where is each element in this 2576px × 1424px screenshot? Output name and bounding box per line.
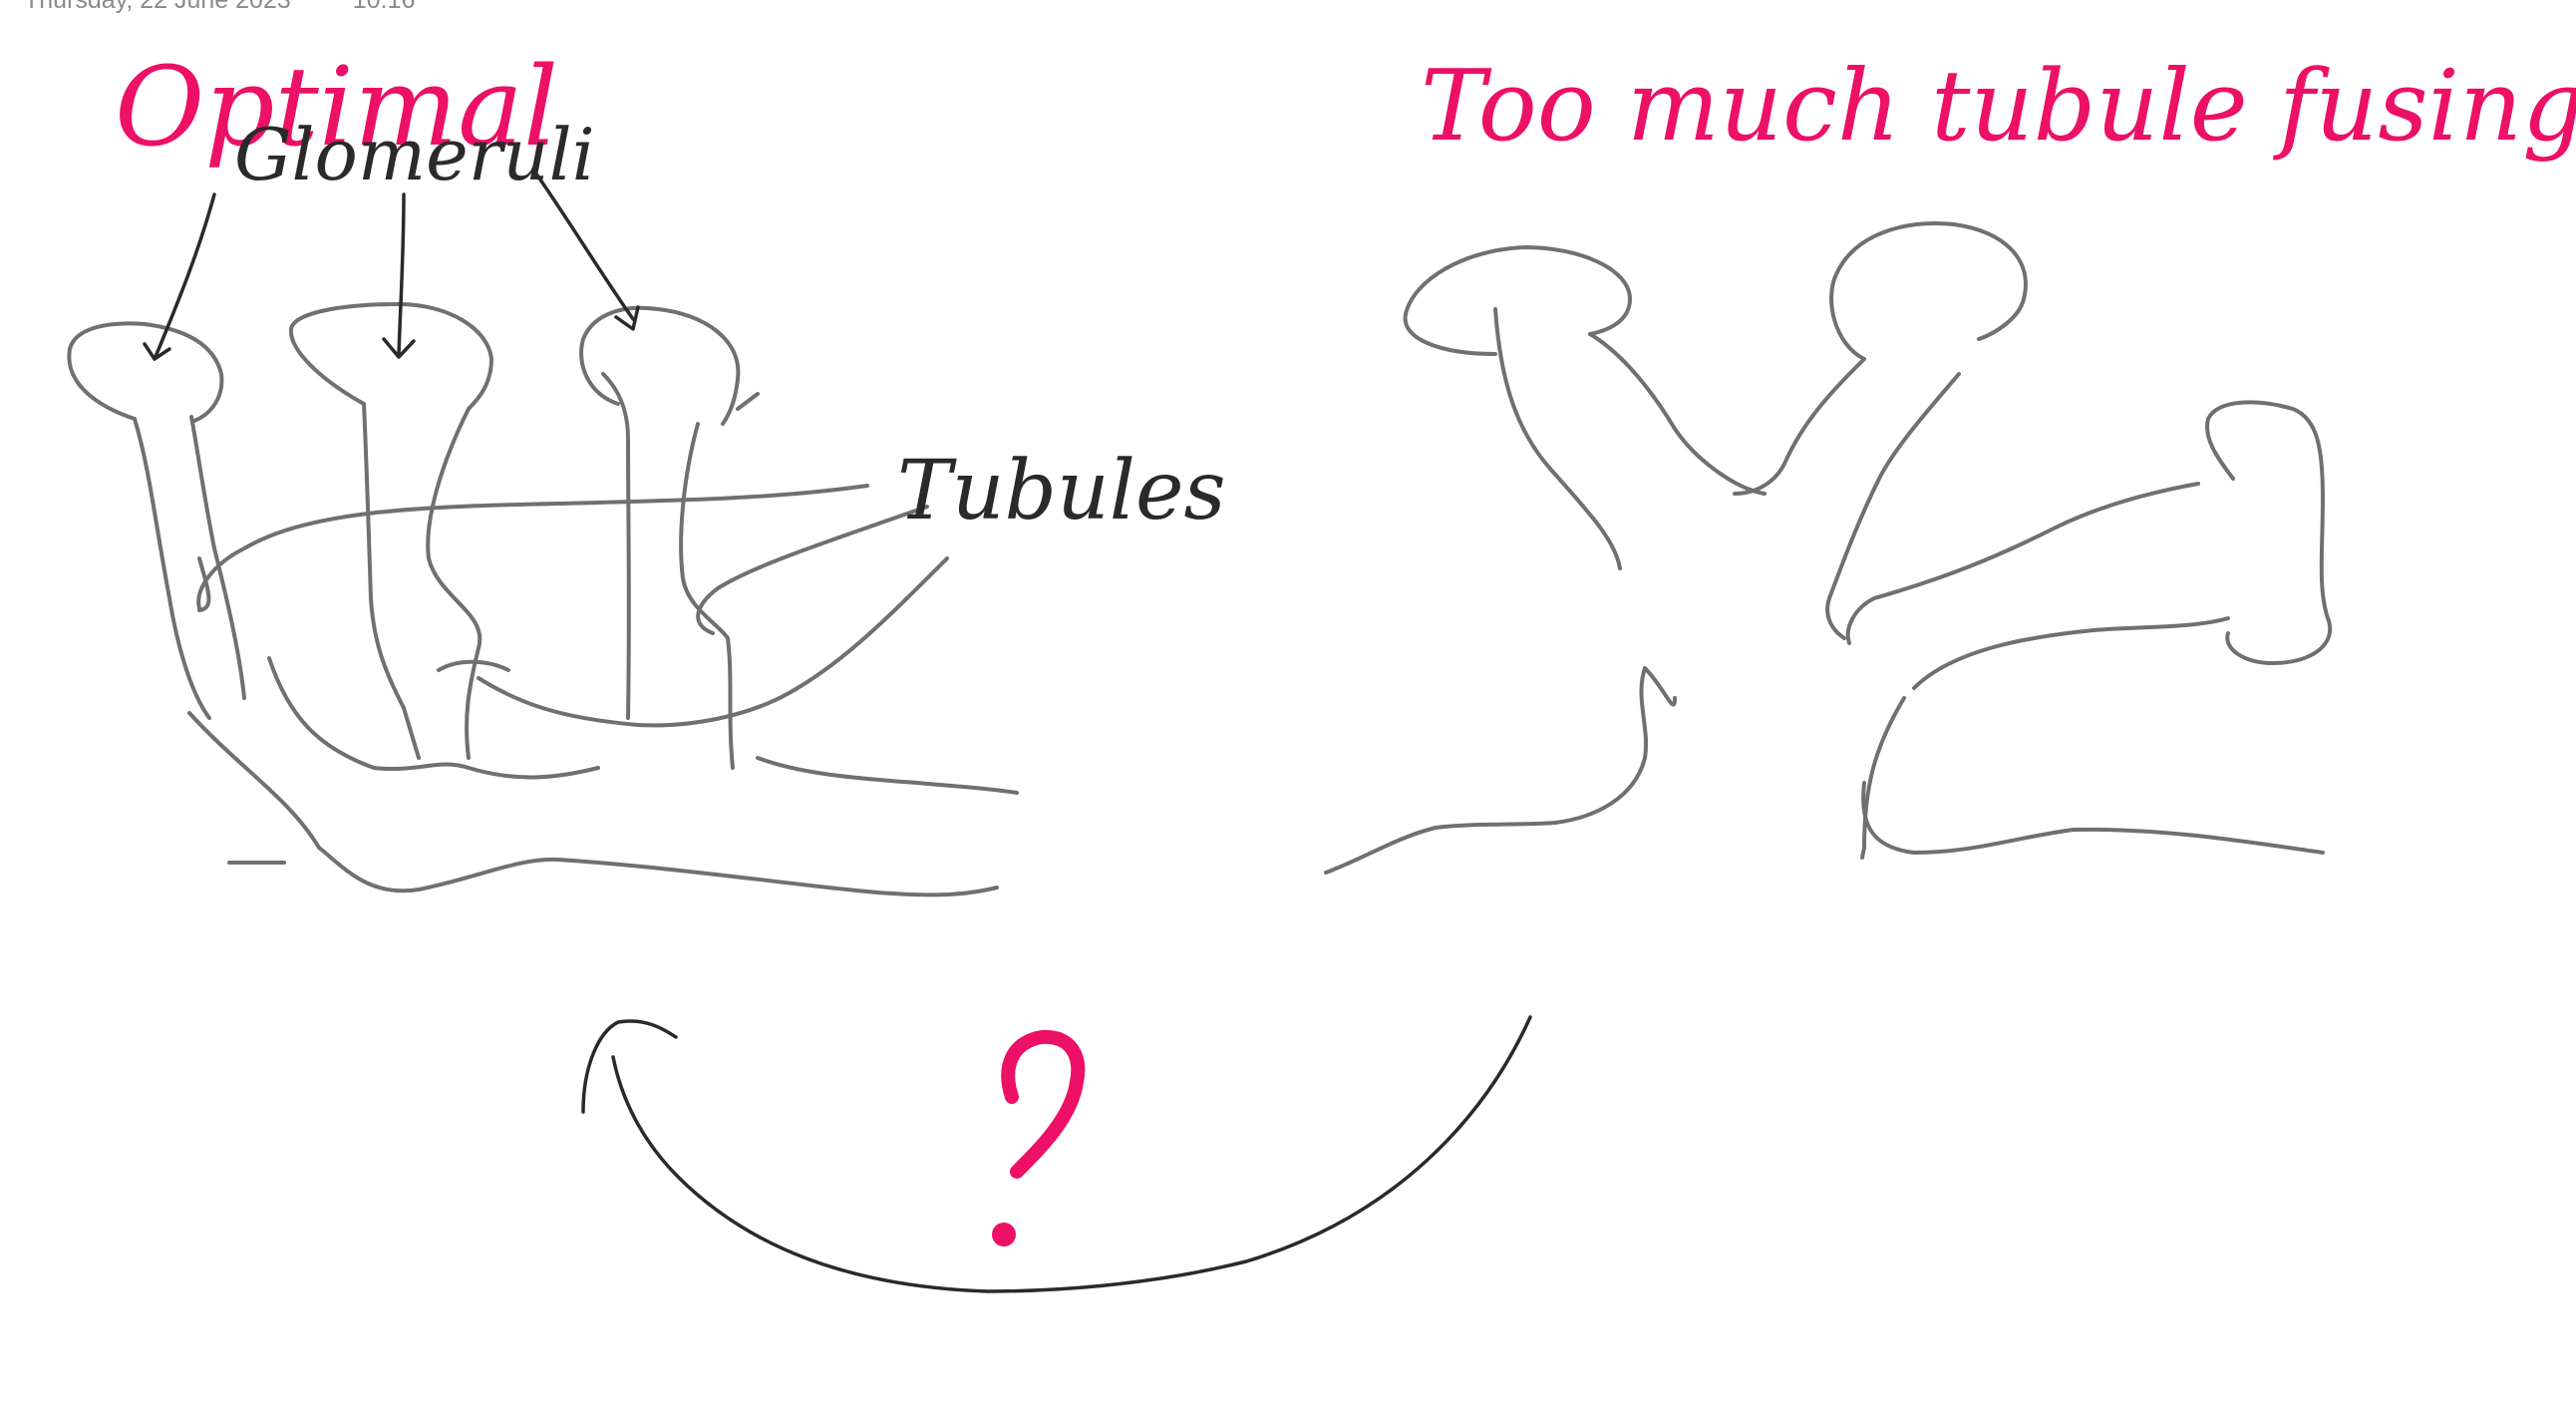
optimal-glomerulus-2: [288, 302, 493, 760]
fused-glomerulus-2: [1733, 221, 2028, 640]
glomeruli-pointer-arrows: [143, 168, 640, 361]
fused-glomerulus-1: [1403, 245, 1767, 570]
optimal-collecting-duct: [187, 556, 1019, 897]
too-much-fusing-label: Too much tubule fusing: [1421, 50, 2576, 164]
transition-arrow: [581, 1015, 1532, 1293]
fused-collecting-duct: [1324, 666, 2325, 875]
question-mark-text: ?: [1019, 1126, 1020, 1128]
question-mark: ?: [992, 1029, 1086, 1246]
fused-glomerulus-3: [1845, 400, 2332, 690]
tubules-pointer-lines: [196, 484, 929, 635]
glomeruli-label: Glomeruli: [234, 113, 595, 196]
tubules-label: Tubules: [897, 444, 1226, 538]
optimal-glomerulus-1: [67, 321, 246, 720]
optimal-label: Optimal: [115, 43, 558, 171]
question-mark-dot: [992, 1223, 1016, 1246]
note-time: 10.16: [352, 0, 416, 14]
optimal-glomerulus-3: [579, 305, 760, 770]
note-timestamp: Thursday, 22 June 2023 10.16: [24, 0, 415, 15]
note-date: Thursday, 22 June 2023: [24, 0, 291, 14]
